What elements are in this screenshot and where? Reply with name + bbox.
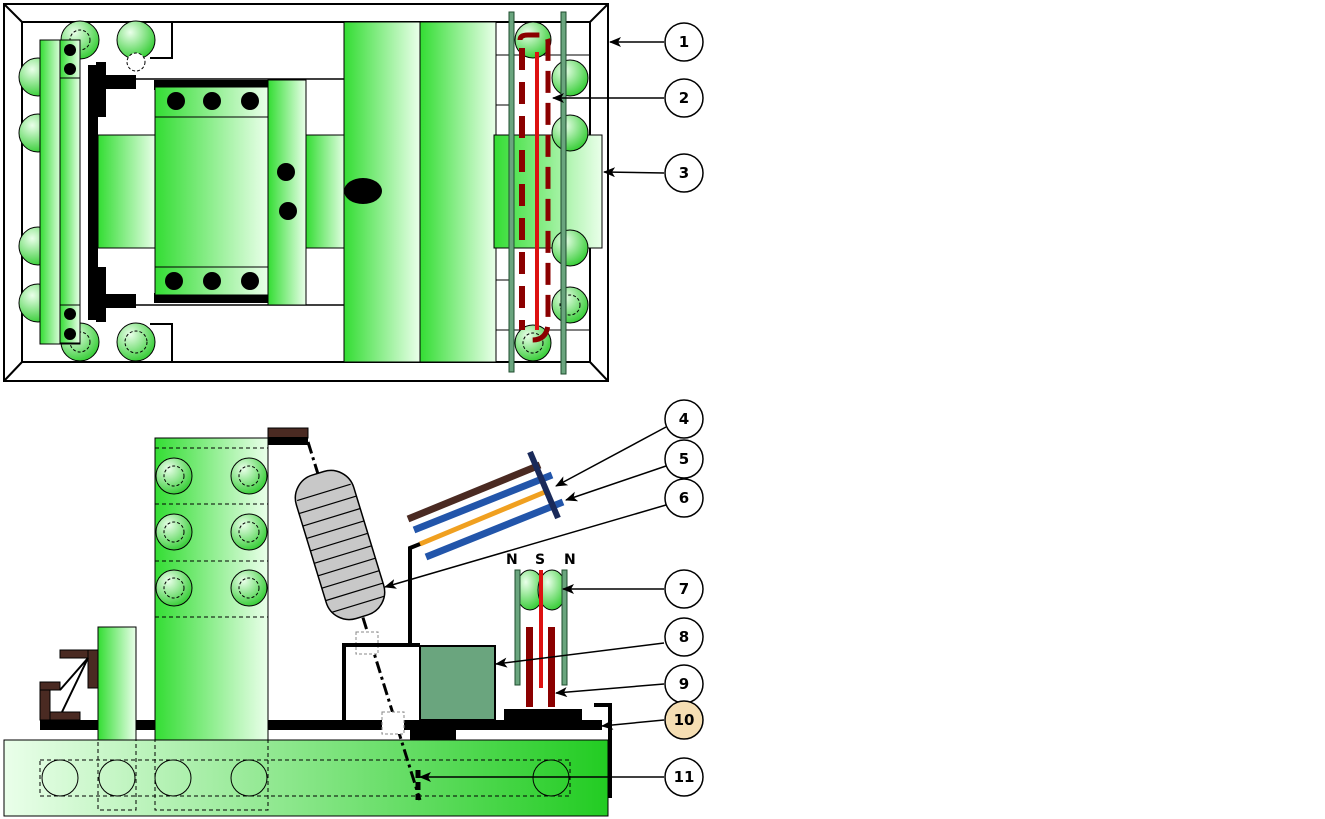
svg-text:8: 8 (679, 628, 689, 646)
svg-text:9: 9 (679, 675, 689, 693)
callout-4: 4 (664, 399, 704, 439)
coil-winding (517, 32, 551, 343)
weight-cylinder (294, 469, 386, 621)
callout-6: 6 (664, 478, 704, 518)
callout-8: 8 (664, 617, 704, 657)
callout-9: 9 (664, 664, 704, 704)
svg-text:6: 6 (679, 489, 689, 507)
top-view (3, 3, 609, 382)
pole-label-s: S (535, 552, 545, 568)
svg-text:7: 7 (679, 580, 689, 598)
left-slider-bar (39, 39, 63, 345)
spring (39, 649, 99, 721)
side-view: N S N (3, 427, 612, 817)
svg-text:1: 1 (679, 33, 689, 51)
magnet-assembly (514, 569, 568, 707)
callout-1: 1 (664, 22, 704, 62)
magnet-block (419, 645, 496, 721)
svg-text:10: 10 (674, 711, 695, 729)
callout-5: 5 (664, 439, 704, 479)
svg-text:3: 3 (679, 164, 689, 182)
callout-7: 7 (664, 569, 704, 609)
svg-text:4: 4 (679, 410, 689, 428)
callout-2: 2 (664, 78, 704, 118)
base-plate (3, 739, 609, 817)
pole-label-n-left: N (506, 552, 518, 568)
svg-text:2: 2 (679, 89, 689, 107)
pole-label-n-right: N (564, 552, 576, 568)
svg-text:5: 5 (679, 450, 689, 468)
pickup-plates (406, 450, 565, 561)
callout-10: 10 (664, 700, 704, 740)
callout-3: 3 (664, 153, 704, 193)
callouts: 1 2 3 4 5 6 7 8 9 10 11 (384, 22, 704, 797)
callout-11: 11 (664, 757, 704, 797)
svg-text:11: 11 (674, 768, 695, 786)
